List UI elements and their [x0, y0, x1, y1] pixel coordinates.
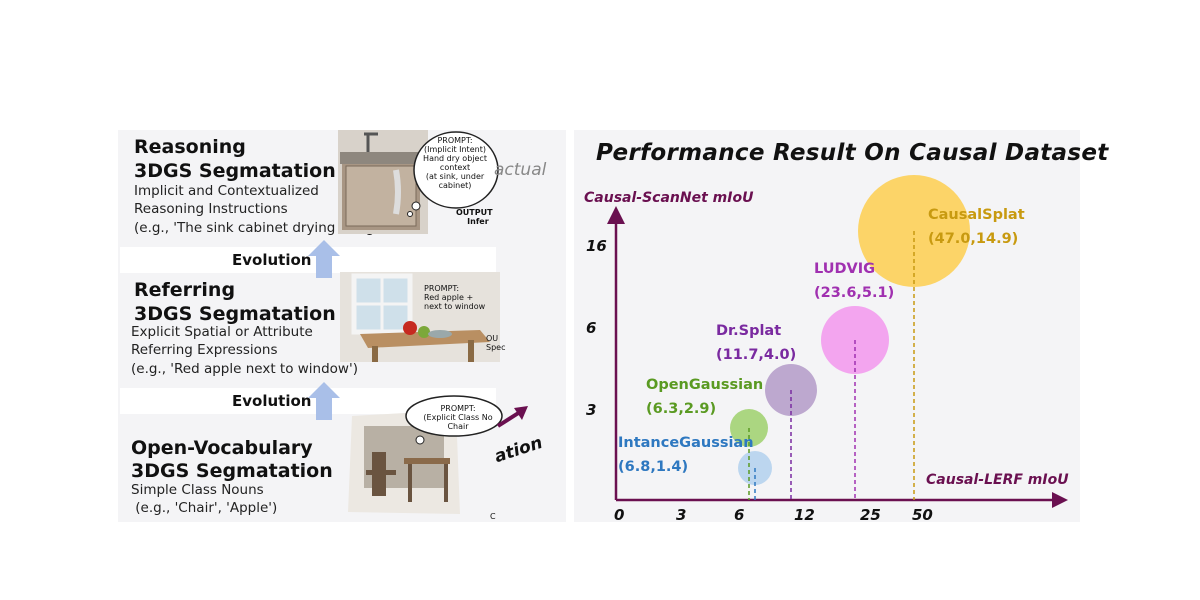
evolution-label-2: Evolution	[232, 392, 312, 410]
point-name-label: Dr.Splat	[716, 323, 782, 339]
bubble-text-1: PROMPT: (Implicit Intent) Hand dry objec…	[423, 136, 487, 190]
bubble-text-2: PROMPT: Red apple + next to window	[424, 284, 486, 311]
open-vocab-title-2: 3DGS Segmatation	[131, 460, 333, 482]
reasoning-desc-1: Implicit and Contextualized	[134, 183, 319, 199]
open-vocab-desc-1: Simple Class Nouns	[131, 482, 264, 498]
x-axis-arrowhead	[1052, 492, 1068, 508]
point-name-label: LUDVIG	[814, 261, 876, 277]
point-name-label: OpenGaussian	[646, 377, 764, 393]
evolution-label-1: Evolution	[232, 251, 312, 269]
referring-title-2: 3DGS Segmatation	[134, 303, 336, 325]
bubble-text-3: PROMPT: (Explicit Class No Chair	[423, 404, 493, 431]
chair-scene-image	[348, 410, 460, 514]
output-text-2: OU Spec	[486, 334, 506, 352]
point-value-label: (6.8,1.4)	[618, 459, 689, 475]
point-value-label: (11.7,4.0)	[716, 347, 797, 363]
scatter-chart	[607, 175, 1068, 508]
y-tick-label: 6	[586, 319, 597, 337]
open-vocab-desc-2: (e.g., 'Chair', 'Apple')	[131, 500, 278, 516]
point-name-label: CausalSplat	[928, 207, 1025, 223]
referring-desc-2: Referring Expressions	[131, 342, 278, 358]
point-value-label: (6.3,2.9)	[646, 401, 717, 417]
thought-bubble-3	[405, 395, 503, 445]
evolution-bar-1	[120, 247, 496, 273]
reasoning-desc-2: Reasoning Instructions	[134, 201, 288, 217]
thought-bubble-1	[407, 131, 499, 217]
referring-title-1: Referring	[134, 279, 236, 301]
table-scene-image	[340, 272, 500, 362]
x-tick-label: 12	[794, 506, 815, 524]
point-value-label: (23.6,5.1)	[814, 285, 895, 301]
x-tick-label: 3	[676, 506, 687, 524]
sink-scene-image	[338, 130, 428, 234]
x-tick-label: 6	[734, 506, 745, 524]
x-axis-label: Causal-LERF mIoU	[926, 472, 1069, 488]
y-axis-label: Causal-ScanNet mIoU	[584, 190, 754, 206]
chart-title: Performance Result On Causal Dataset	[596, 140, 1109, 166]
point-name-label: IntanceGaussian	[618, 435, 754, 451]
up-arrow-icon	[308, 240, 340, 278]
reasoning-title-1: Reasoning	[134, 136, 246, 158]
faded-word-1: actual	[494, 160, 547, 180]
point-value-label: (47.0,14.9)	[928, 231, 1019, 247]
y-tick-label: 3	[586, 401, 597, 419]
x-tick-label: 25	[860, 506, 881, 524]
open-vocab-title-1: Open-Vocabulary	[131, 437, 313, 459]
y-tick-label: 16	[586, 237, 607, 255]
y-axis-arrowhead	[607, 206, 625, 224]
x-tick-label: 50	[912, 506, 933, 524]
output-text-3: C	[490, 512, 496, 521]
x-tick-label: 0	[614, 506, 625, 524]
reasoning-title-2: 3DGS Segmatation	[134, 160, 336, 182]
referring-desc-1: Explicit Spatial or Attribute	[131, 324, 313, 340]
referring-desc-3: (e.g., 'Red apple next to window')	[131, 361, 358, 377]
diagonal-arrow-icon	[496, 406, 528, 428]
output-text-1: OUTPUT Infer	[456, 208, 493, 226]
up-arrow-icon	[308, 382, 340, 420]
